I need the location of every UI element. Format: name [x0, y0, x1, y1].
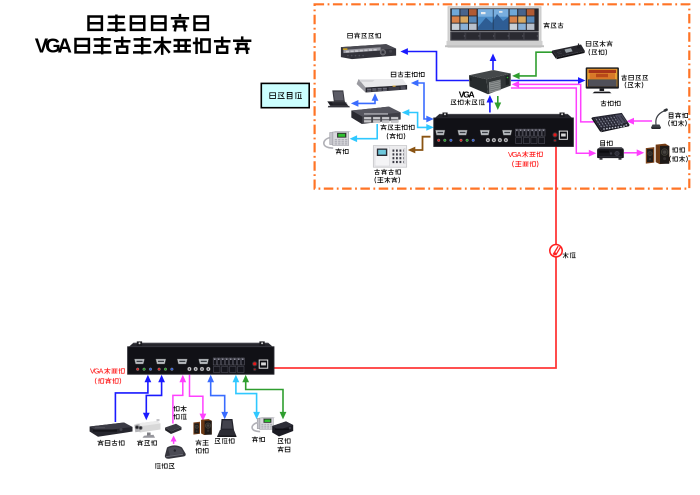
svg-text:VGA: VGA	[90, 366, 104, 375]
svg-text:VGA: VGA	[459, 90, 475, 100]
svg-text:VGA: VGA	[508, 150, 522, 159]
svg-text:VGA: VGA	[35, 36, 72, 58]
